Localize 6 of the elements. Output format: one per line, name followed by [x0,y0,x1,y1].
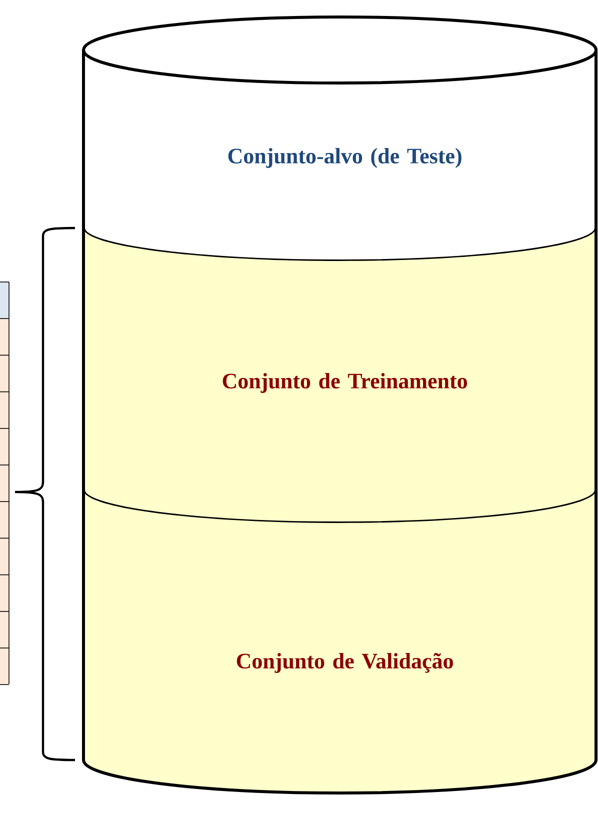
cylinder-section: Conjunto-alvo (de Teste) [82,16,598,262]
node-label: Conjunto de Treinamento [222,373,468,393]
node-label: Conjunto-alvo (de Teste) [228,148,462,168]
node-label: Conjunto de Validação [236,652,453,674]
cylinder-section: Conjunto de Validação [82,490,598,794]
cylinder-section: Conjunto de Treinamento [82,228,598,524]
